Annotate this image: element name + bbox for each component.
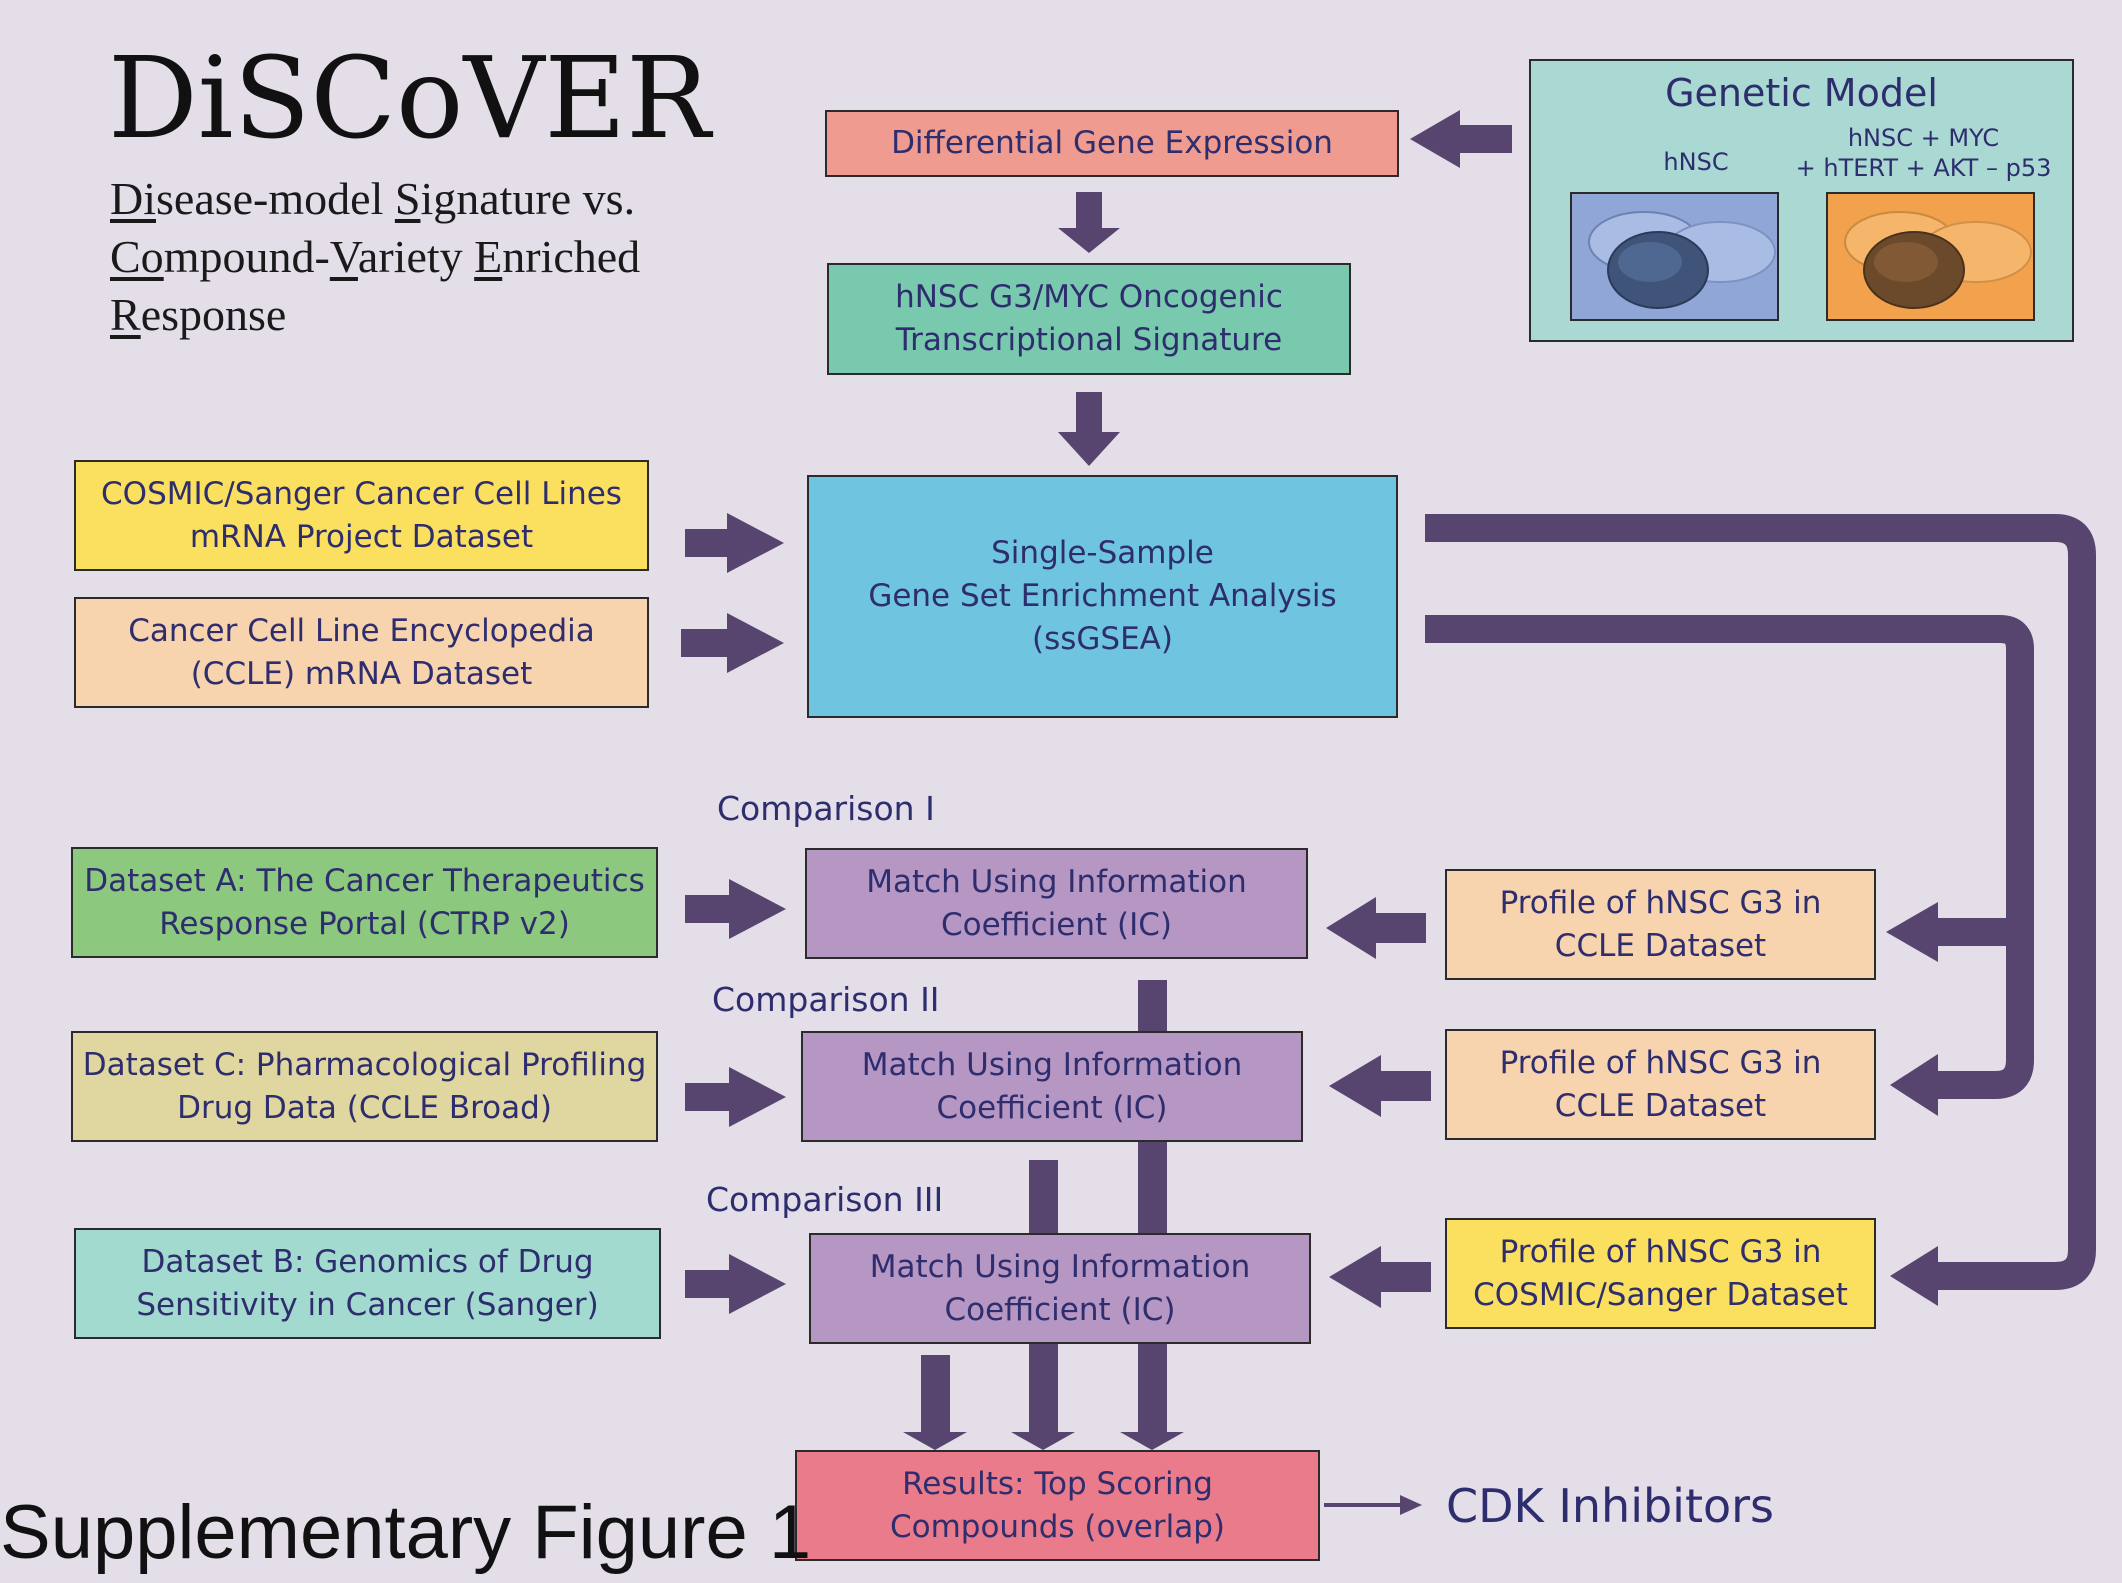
cosmic-line-2: mRNA Project Dataset bbox=[189, 518, 534, 555]
ssgsea-line-2: Gene Set Enrichment Analysis bbox=[868, 578, 1337, 614]
match2-line-2: Coefficient (IC) bbox=[936, 1089, 1168, 1126]
results-line-2: Compounds (overlap) bbox=[889, 1508, 1226, 1545]
title-expansion-text: sease-model bbox=[156, 173, 395, 224]
title-expansion: Disease-model Signature vs. Compound-Vari… bbox=[110, 170, 750, 344]
match2-line-1: Match Using Information bbox=[861, 1046, 1243, 1083]
acronym-letter: R bbox=[110, 289, 141, 340]
dataset-c-line-2: Drug Data (CCLE Broad) bbox=[177, 1089, 552, 1126]
profile-ccle-box-2: Profile of hNSC G3 in CCLE Dataset bbox=[1445, 1029, 1876, 1140]
comparison-3-label: Comparison III bbox=[706, 1180, 944, 1219]
figure-label: Supplementary Figure 1 bbox=[0, 1490, 812, 1575]
dataset-b-line-2: Sensitivity in Cancer (Sanger) bbox=[136, 1286, 599, 1323]
dataset-a-line-2: Response Portal (CTRP v2) bbox=[159, 905, 570, 942]
cosmic-line-1: COSMIC/Sanger Cancer Cell Lines bbox=[101, 475, 622, 512]
acronym-letter: S bbox=[394, 173, 421, 224]
cdk-inhibitors-label: CDK Inhibitors bbox=[1446, 1479, 1775, 1533]
profile1-line-2: CCLE Dataset bbox=[1554, 927, 1767, 964]
comparison-2-label: Comparison II bbox=[712, 980, 940, 1019]
genetic-model-title: Genetic Model bbox=[1665, 71, 1938, 115]
match1-line-1: Match Using Information bbox=[866, 863, 1247, 900]
acronym-letter: Di bbox=[110, 173, 156, 224]
profile2-line-2: CCLE Dataset bbox=[1554, 1087, 1767, 1124]
ccle-line-1: Cancer Cell Line Encyclopedia bbox=[128, 612, 595, 649]
dataset-c-line-1: Dataset C: Pharmacological Profiling bbox=[82, 1046, 647, 1083]
match3-line-1: Match Using Information bbox=[869, 1248, 1251, 1285]
hnsc-culture-image bbox=[1570, 192, 1779, 321]
signature-line-2: Transcriptional Signature bbox=[895, 322, 1283, 358]
signature-line-1: hNSC G3/MYC Oncogenic bbox=[895, 279, 1283, 315]
profile1-line-1: Profile of hNSC G3 in bbox=[1499, 884, 1822, 921]
petri-dish-blue-icon bbox=[1588, 211, 1776, 309]
cosmic-sanger-dataset-box: COSMIC/Sanger Cancer Cell Lines mRNA Proj… bbox=[74, 460, 649, 571]
match3-line-2: Coefficient (IC) bbox=[944, 1291, 1176, 1328]
diff-expr-line-1: Differential Gene Expression bbox=[891, 125, 1333, 161]
diagram-title: DiSCoVER bbox=[108, 34, 711, 164]
hnsc-myc-culture-image bbox=[1826, 192, 2035, 321]
hnsc-myc-label-line2: + hTERT + AKT – p53 bbox=[1795, 154, 2052, 182]
hnsc-myc-label-line1: hNSC + MYC bbox=[1847, 124, 2000, 152]
profile-cosmic-box: Profile of hNSC G3 in COSMIC/Sanger Datas… bbox=[1445, 1218, 1876, 1329]
title-expansion-text: ariety bbox=[357, 231, 475, 282]
acronym-letter: Co bbox=[110, 231, 164, 282]
genetic-model-panel: Genetic Model hNSC hNSC + MYC + hTERT + … bbox=[1529, 59, 2074, 342]
hnsc-myc-label: hNSC + MYC + hTERT + AKT – p53 bbox=[1786, 123, 2061, 183]
ccle-mrna-dataset-box: Cancer Cell Line Encyclopedia (CCLE) mRNA… bbox=[74, 597, 649, 708]
differential-gene-expression-box: Differential Gene Expression bbox=[825, 110, 1399, 177]
ssgsea-line-1: Single-Sample bbox=[991, 535, 1214, 571]
ssgsea-line-3: (ssGSEA) bbox=[1032, 621, 1173, 657]
comparison-1-label: Comparison I bbox=[717, 789, 935, 828]
acronym-letter: V bbox=[329, 231, 358, 282]
hnsc-label: hNSC bbox=[1663, 148, 1729, 176]
title-expansion-text: ignature vs. bbox=[420, 173, 636, 224]
title-expansion-text: esponse bbox=[140, 289, 287, 340]
results-line-1: Results: Top Scoring bbox=[902, 1465, 1213, 1502]
petri-dish-orange-icon bbox=[1844, 211, 2032, 309]
profile-ccle-box-1: Profile of hNSC G3 in CCLE Dataset bbox=[1445, 869, 1876, 980]
dataset-a-line-1: Dataset A: The Cancer Therapeutics bbox=[84, 862, 645, 899]
title-expansion-text: mpound- bbox=[163, 231, 330, 282]
profile3-line-2: COSMIC/Sanger Dataset bbox=[1473, 1276, 1848, 1313]
acronym-letter: E bbox=[474, 231, 503, 282]
dataset-b-line-1: Dataset B: Genomics of Drug bbox=[141, 1243, 594, 1280]
match1-line-2: Coefficient (IC) bbox=[940, 906, 1173, 943]
ccle-line-2: (CCLE) mRNA Dataset bbox=[190, 655, 533, 692]
profile2-line-1: Profile of hNSC G3 in bbox=[1499, 1044, 1822, 1081]
title-expansion-text: nriched bbox=[502, 231, 641, 282]
profile3-line-1: Profile of hNSC G3 in bbox=[1499, 1233, 1822, 1270]
